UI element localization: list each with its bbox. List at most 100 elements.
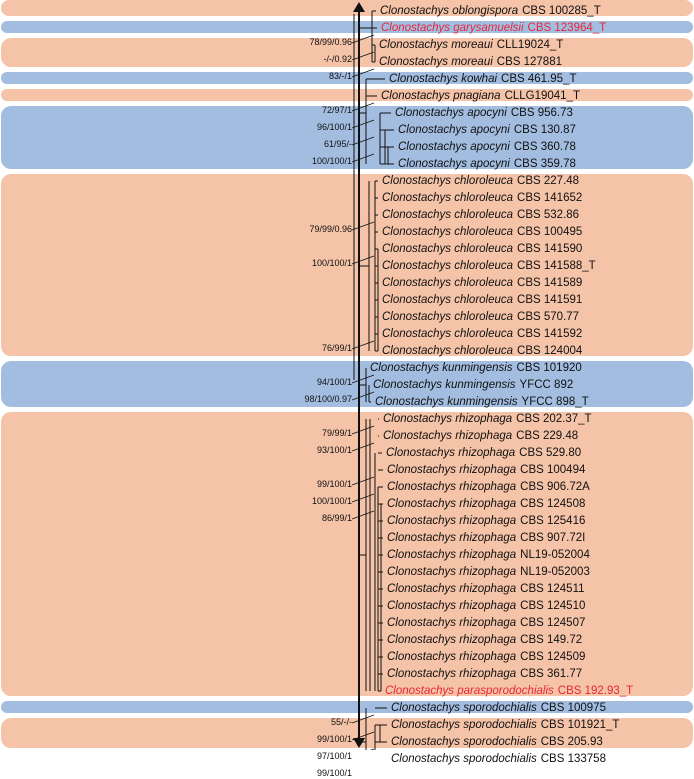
support-value: 79/99/0.96 [309, 224, 352, 234]
strain-id: CBS 229.48 [516, 430, 579, 442]
support-arrow [351, 510, 375, 520]
support-arrow [351, 255, 375, 265]
species-name: Clonostachys apocyni [398, 141, 510, 153]
spine-arrow-bottom [353, 738, 365, 748]
support-arrow [351, 340, 375, 350]
species-name: Clonostachys apocyni [398, 124, 510, 136]
strain-id: CBS 361.77 [520, 668, 583, 680]
species-name: Clonostachys rhizophaga [387, 583, 517, 595]
support-value: 96/100/1 [316, 122, 352, 132]
species-name: Clonostachys sporodochialis [391, 736, 537, 748]
species-name: Clonostachys chloroleuca [382, 277, 514, 289]
strain-id: CBS 124004 [517, 345, 583, 357]
species-name: Clonostachys rhizophaga [386, 447, 516, 459]
strain-id: CBS 124509 [520, 651, 586, 663]
strain-id: CBS 101921_T [540, 719, 620, 731]
strain-id: CBS 149.72 [520, 634, 583, 646]
strain-id: NL19-052004 [520, 549, 590, 561]
clade-band [1, 701, 693, 713]
strain-id: CBS 123964_T [527, 22, 607, 34]
species-name: Clonostachys chloroleuca [382, 209, 514, 221]
species-name: Clonostachys chloroleuca [382, 294, 514, 306]
strain-id: CBS 956.73 [510, 107, 573, 119]
species-name: Clonostachys rhizophaga [387, 617, 517, 629]
species-name: Clonostachys rhizophaga [387, 668, 517, 680]
support-value: 86/99/1 [321, 513, 352, 523]
species-name: Clonostachys parasporodochialis [385, 685, 554, 697]
strain-id: CBS 570.77 [517, 311, 580, 323]
species-name: Clonostachys chloroleuca [382, 175, 514, 187]
support-value: 76/99/1 [321, 343, 352, 353]
support-arrow [351, 119, 375, 129]
clade-band [1, 89, 693, 101]
support-arrow [351, 34, 375, 44]
strain-id: CBS 202.37_T [516, 413, 592, 425]
species-name: Clonostachys kunmingensis [375, 396, 518, 408]
strain-id: CBS 133758 [540, 753, 606, 765]
support-value: 99/100/1 [316, 768, 352, 778]
species-name: Clonostachys rhizophaga [387, 600, 517, 612]
strain-id: CBS 461.95_T [501, 73, 577, 85]
support-arrow [351, 136, 375, 146]
strain-id: CBS 124510 [520, 600, 586, 612]
strain-id: CBS 130.87 [513, 124, 576, 136]
species-name: Clonostachys rhizophaga [383, 430, 513, 442]
strain-id: CBS 141589 [517, 277, 583, 289]
spine-arrow-top [353, 2, 365, 12]
strain-id: CBS 359.78 [513, 158, 576, 170]
species-name: Clonostachys rhizophaga [387, 464, 517, 476]
strain-id: CBS 125416 [520, 515, 586, 527]
species-name: Clonostachys apocyni [398, 158, 510, 170]
strain-id: CBS 100975 [540, 702, 606, 714]
support-value: 72/97/1 [321, 105, 352, 115]
support-value: -/-/0.92 [323, 54, 352, 64]
species-name: Clonostachys chloroleuca [382, 243, 514, 255]
species-name: Clonostachys rhizophaga [387, 532, 517, 544]
support-value: 100/100/1 [311, 156, 352, 166]
strain-id: CLL19024_T [496, 39, 564, 51]
support-value: 100/100/1 [311, 496, 352, 506]
clade-band [1, 72, 693, 84]
species-name: Clonostachys rhizophaga [387, 634, 517, 646]
strain-id: CLLG19041_T [504, 90, 581, 102]
species-name: Clonostachys rhizophaga [387, 515, 517, 527]
species-name: Clonostachys moreaui [379, 39, 493, 51]
support-arrow [351, 442, 375, 452]
strain-id: CBS 360.78 [513, 141, 576, 153]
strain-id: CBS 529.80 [519, 447, 582, 459]
clade-band [1, 21, 693, 33]
strain-id: CBS 141588_T [517, 260, 596, 272]
clade-band [1, 174, 693, 356]
species-name: Clonostachys kunmingensis [373, 379, 516, 391]
strain-id: CBS 907.72I [520, 532, 586, 544]
clade-band [1, 412, 693, 696]
strain-id: CBS 532.86 [517, 209, 580, 221]
strain-id: CBS 205.93 [540, 736, 603, 748]
